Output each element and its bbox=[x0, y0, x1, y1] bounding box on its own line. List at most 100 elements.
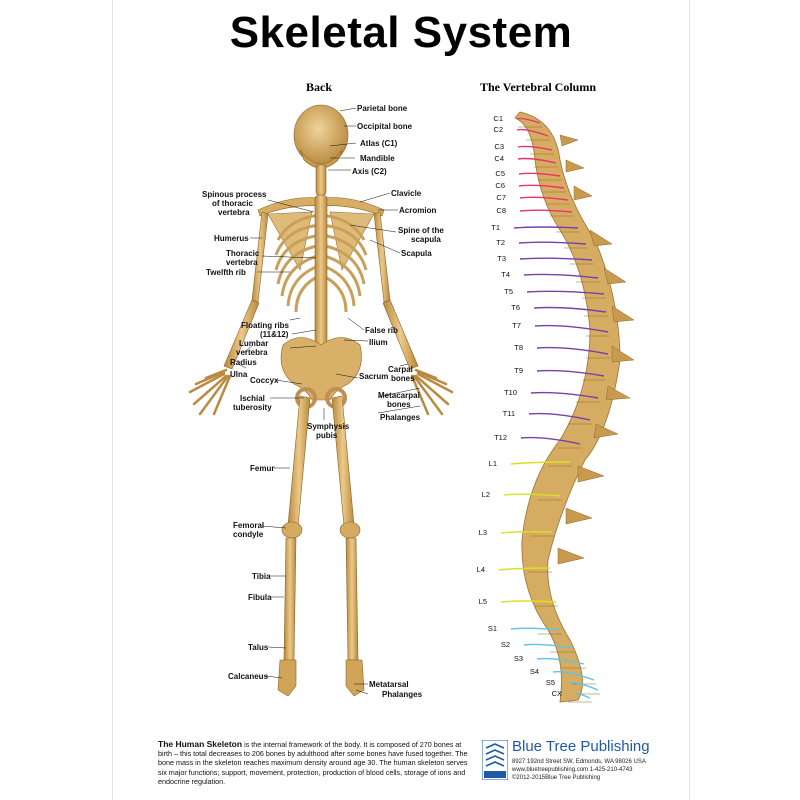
label-femoral-1: Femoral bbox=[233, 521, 264, 530]
label-symphysis-1: Symphysis bbox=[307, 422, 350, 431]
right-hand bbox=[410, 368, 454, 416]
nerve-c1 bbox=[516, 117, 541, 124]
nerve-t2 bbox=[518, 241, 587, 245]
label-thoracic-2: vertebra bbox=[226, 258, 258, 267]
label-false-rib: False rib bbox=[365, 326, 398, 335]
poster-title: Skeletal System bbox=[229, 8, 573, 57]
vertebra-label-cx: CX bbox=[552, 689, 562, 698]
back-leader-lines bbox=[237, 107, 421, 695]
vertebra-label-t1: T1 bbox=[491, 223, 500, 232]
nerve-c7 bbox=[519, 196, 569, 201]
label-clavicle: Clavicle bbox=[391, 189, 422, 198]
left-humerus bbox=[251, 211, 269, 303]
footer-body: is the internal framework of the body. I… bbox=[158, 740, 468, 786]
label-phalanges-foot: Phalanges bbox=[382, 690, 423, 699]
nerve-l2 bbox=[503, 493, 561, 497]
vertebra-label-s4: S4 bbox=[530, 667, 539, 676]
right-humerus bbox=[373, 211, 391, 303]
nerve-s5 bbox=[568, 681, 599, 691]
cervical-spine bbox=[315, 164, 327, 196]
nerve-c5 bbox=[518, 172, 561, 177]
label-symphysis-2: pubis bbox=[316, 431, 338, 440]
vertebra-label-t5: T5 bbox=[504, 287, 513, 296]
label-tibia: Tibia bbox=[252, 572, 271, 581]
label-sacrum: Sacrum bbox=[359, 372, 388, 381]
label-acromion: Acromion bbox=[399, 206, 436, 215]
vertebra-label-l4: L4 bbox=[477, 565, 485, 574]
nerve-s3 bbox=[536, 657, 585, 665]
label-axis: Axis (C2) bbox=[352, 167, 387, 176]
left-hand bbox=[188, 368, 232, 416]
vertebra-label-s2: S2 bbox=[501, 640, 510, 649]
label-spinous-3: vertebra bbox=[218, 208, 250, 217]
nerve-c4 bbox=[517, 157, 557, 164]
vertebra-label-s1: S1 bbox=[488, 624, 497, 633]
vertebra-label-t11: T11 bbox=[503, 409, 515, 418]
vertebra-label-c1: C1 bbox=[493, 114, 503, 123]
vertebra-label-c3: C3 bbox=[494, 142, 504, 151]
nerve-l3 bbox=[500, 530, 553, 534]
vertebra-segments bbox=[518, 126, 610, 703]
label-floating-1: Floating ribs bbox=[241, 321, 290, 330]
nerve-t1 bbox=[513, 226, 579, 229]
vertebra-label-c2: C2 bbox=[493, 125, 503, 134]
label-calcaneus: Calcaneus bbox=[228, 672, 269, 681]
label-lumbar-2: vertebra bbox=[236, 348, 268, 357]
nerve-t5 bbox=[526, 290, 605, 295]
nerve-c8 bbox=[519, 209, 573, 213]
nerve-t10 bbox=[530, 391, 599, 399]
vertebra-label-t2: T2 bbox=[496, 238, 505, 247]
label-ischial-2: tuberosity bbox=[233, 403, 272, 412]
label-metacarpal-2: bones bbox=[387, 400, 411, 409]
vertebra-label-t3: T3 bbox=[497, 254, 506, 263]
vertebra-label-c4: C4 bbox=[494, 154, 504, 163]
vertebra-label-l2: L2 bbox=[482, 490, 490, 499]
nerve-t3 bbox=[519, 257, 593, 261]
label-parietal: Parietal bone bbox=[357, 104, 408, 113]
vertebra-labels: C1C2C3C4C5C6C7C8T1T2T3T4T5T6T7T8T9T10T11… bbox=[477, 114, 562, 698]
left-femur bbox=[287, 395, 311, 527]
label-floating-2: (11&12) bbox=[260, 330, 289, 339]
label-metacarpal-1: Metacarpal bbox=[378, 391, 420, 400]
nerve-l4 bbox=[498, 567, 551, 571]
label-humerus: Humerus bbox=[214, 234, 249, 243]
label-ulna: Ulna bbox=[230, 370, 248, 379]
vertebra-label-l1: L1 bbox=[489, 459, 497, 468]
footer-heading: The Human Skeleton bbox=[158, 739, 243, 749]
label-scapula: Scapula bbox=[401, 249, 432, 258]
footer-description: The Human Skeleton is the internal frame… bbox=[158, 739, 468, 786]
vertebra-label-l5: L5 bbox=[479, 597, 487, 606]
vertebra-label-s3: S3 bbox=[514, 654, 523, 663]
vertebra-label-c8: C8 bbox=[496, 206, 506, 215]
back-labels: Parietal bone Occipital bone Atlas (C1) … bbox=[202, 104, 444, 699]
nerve-c6 bbox=[518, 184, 565, 189]
label-spinous-1: Spinous process bbox=[202, 190, 267, 199]
right-femur bbox=[331, 395, 355, 527]
label-ischial-1: Ischial bbox=[240, 394, 265, 403]
publisher-web-phone: www.bluetreepublishing.com 1-425-210-474… bbox=[512, 767, 633, 773]
vertebra-label-c5: C5 bbox=[495, 169, 505, 178]
skeleton-back bbox=[188, 104, 454, 697]
spinous-processes bbox=[557, 134, 635, 565]
label-lumbar-1: Lumbar bbox=[239, 339, 268, 348]
vertebra-label-t7: T7 bbox=[512, 321, 521, 330]
publisher-copyright: ©2012-2015Blue Tree Publishing bbox=[512, 775, 601, 781]
right-forearm bbox=[382, 299, 419, 370]
label-fibula: Fibula bbox=[248, 593, 272, 602]
left-forearm bbox=[223, 299, 260, 370]
label-radius: Radius bbox=[230, 358, 257, 367]
pelvis bbox=[280, 337, 362, 401]
left-foot bbox=[277, 659, 297, 697]
back-heading: Back bbox=[306, 80, 333, 94]
vertebra-label-l3: L3 bbox=[479, 528, 487, 537]
label-spine-scapula-1: Spine of the bbox=[398, 226, 444, 235]
label-carpal-1: Carpal bbox=[388, 365, 413, 374]
nerve-t9 bbox=[536, 369, 605, 377]
label-talus: Talus bbox=[248, 643, 269, 652]
vertebra-label-c7: C7 bbox=[496, 193, 506, 202]
nerve-c3 bbox=[517, 145, 553, 151]
right-tibia bbox=[345, 537, 359, 661]
nerve-t4 bbox=[523, 273, 599, 279]
mandible bbox=[299, 149, 343, 169]
nerve-s1 bbox=[510, 627, 561, 631]
